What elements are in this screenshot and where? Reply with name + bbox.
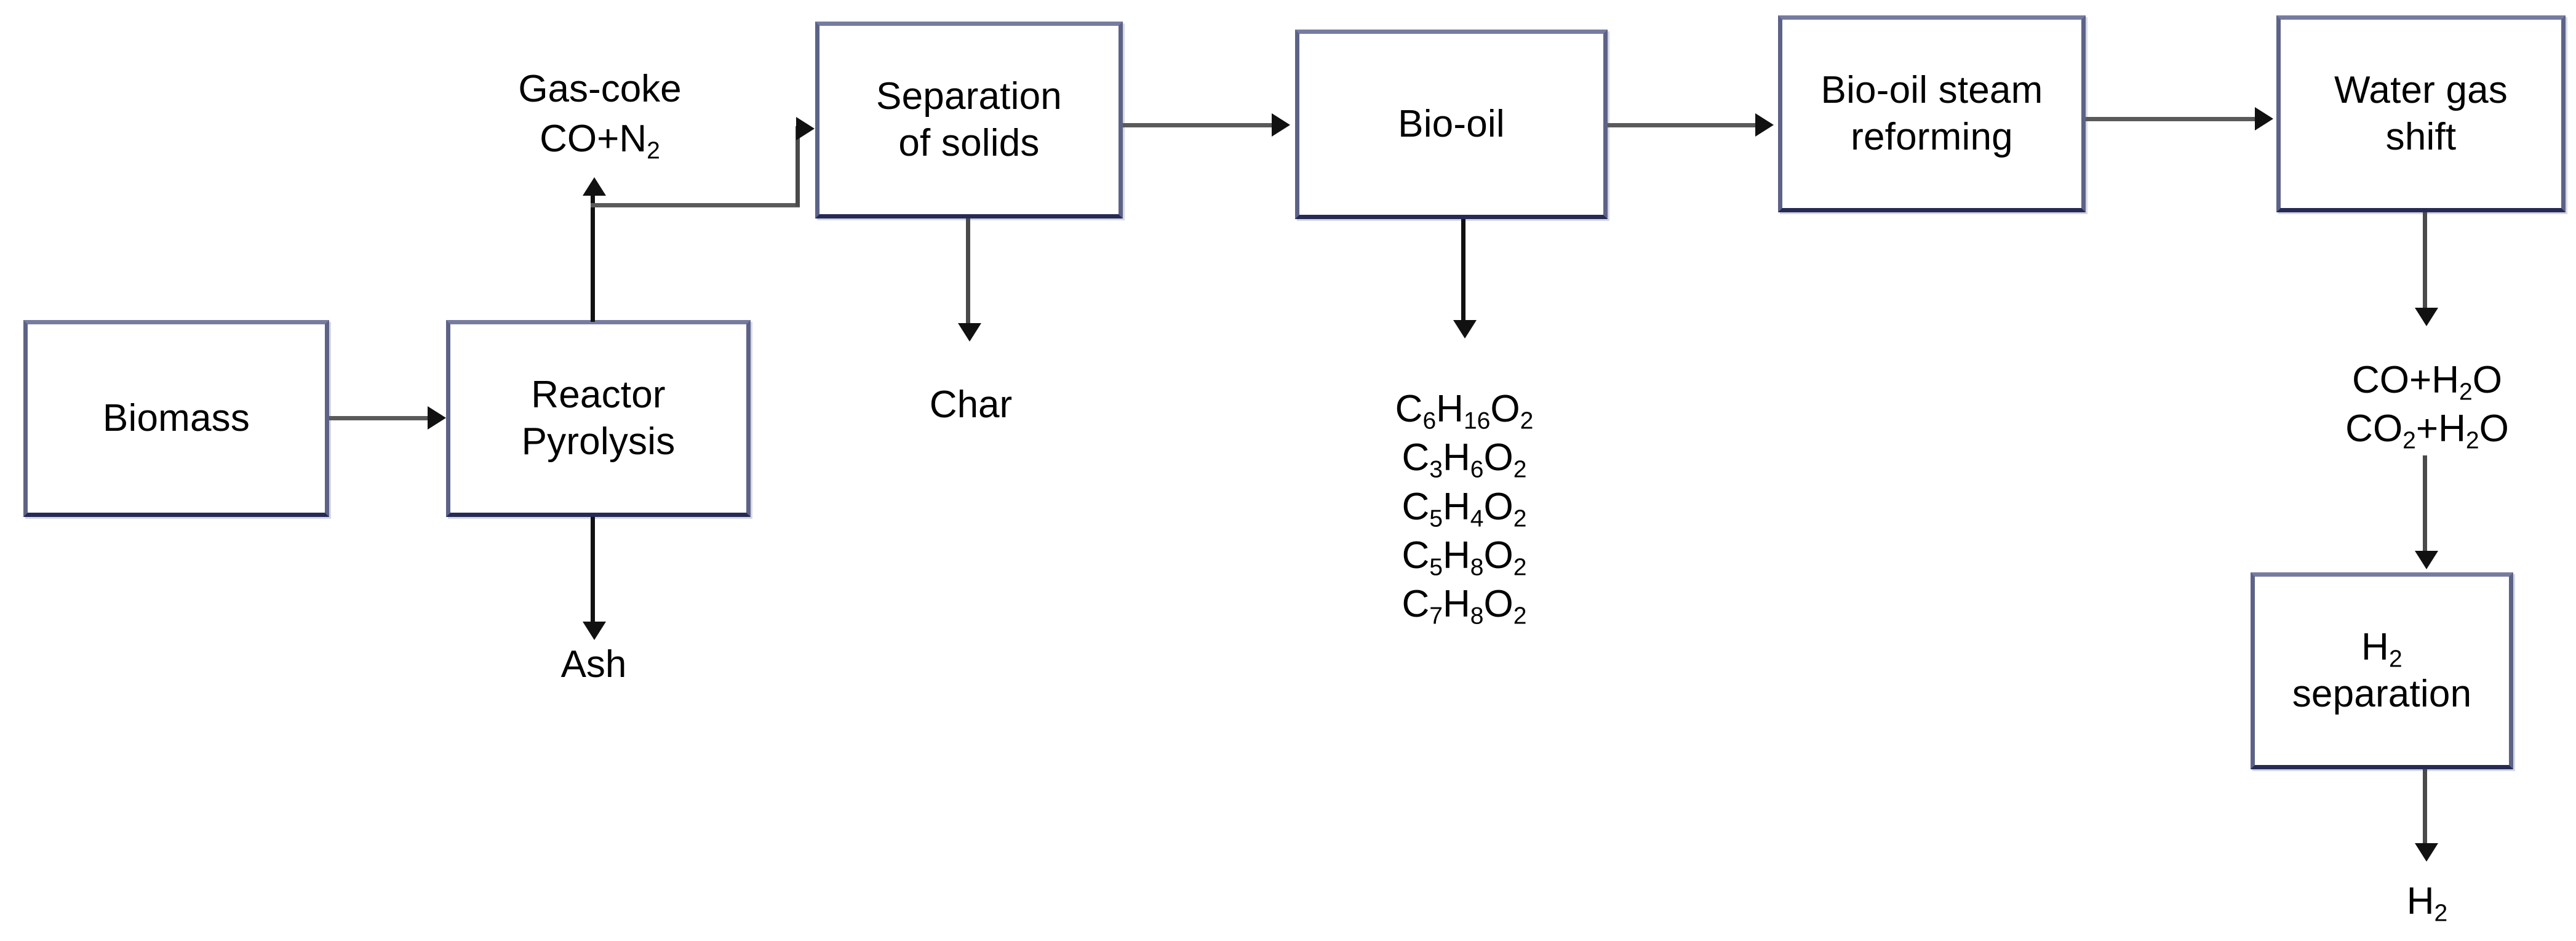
arrowhead-wgs-to-products — [2415, 308, 2438, 326]
formula-co2-h2o: CO2+H2O — [2345, 407, 2509, 455]
label-gas-coke-line-1: Gas-coke — [518, 68, 682, 110]
node-bio-oil-line-1: Bio-oil — [1398, 103, 1505, 146]
subscript-2: 2 — [2459, 378, 2473, 406]
arrowhead-biooil-to-products — [1453, 320, 1477, 338]
arrowhead-biomass-to-reactor — [428, 406, 446, 430]
node-reforming-line-2: reforming — [1851, 116, 2013, 158]
subscript-2: 2 — [1513, 505, 1527, 532]
connector-reactor-to-separation-horizontal — [591, 203, 800, 207]
connector-wgs-to-products — [2423, 212, 2427, 311]
connector-reforming-to-wgs — [2086, 117, 2257, 121]
label-gas-coke-line-2: CO+N2 — [540, 117, 660, 164]
label-gas-coke: Gas-coke CO+N2 — [518, 65, 681, 164]
node-biomass-line-1: Biomass — [102, 397, 250, 440]
connector-reactor-to-gas-coke — [591, 196, 595, 322]
subscript-6: 6 — [1470, 457, 1484, 484]
subscript-6: 6 — [1422, 407, 1437, 434]
subscript-2: 2 — [1513, 554, 1527, 581]
connector-h2-separation-to-h2 — [2423, 769, 2427, 846]
connector-separation-to-char — [966, 218, 970, 326]
label-h2-product-text: H2 — [2406, 880, 2448, 927]
formula-c3h6o2: C3H6O2 — [1402, 436, 1527, 484]
arrowhead-products-to-h2-separation — [2415, 551, 2438, 569]
node-h2-separation-line-2: separation — [2292, 673, 2472, 715]
subscript-3: 3 — [1429, 457, 1443, 484]
subscript-8: 8 — [1470, 554, 1484, 581]
node-reforming-line-1: Bio-oil steam — [1820, 69, 2043, 112]
subscript-5: 5 — [1429, 505, 1443, 532]
subscript-4: 4 — [1470, 505, 1484, 532]
label-ash: Ash — [561, 640, 627, 690]
arrowhead-separation-to-char — [958, 323, 981, 342]
node-water-gas-shift[interactable]: Water gas shift — [2276, 15, 2566, 212]
node-bio-oil-steam-reforming[interactable]: Bio-oil steam reforming — [1778, 15, 2086, 212]
subscript-7: 7 — [1429, 603, 1443, 630]
connector-biomass-to-reactor — [329, 416, 429, 420]
node-reactor-pyrolysis[interactable]: Reactor Pyrolysis — [446, 320, 751, 517]
subscript-2: 2 — [2434, 900, 2448, 927]
connector-products-to-h2-separation — [2423, 455, 2427, 554]
label-char: Char — [930, 380, 1012, 430]
label-ash-text: Ash — [560, 643, 627, 686]
arrowhead-reforming-to-wgs — [2255, 107, 2273, 130]
formula-co-h2o: CO+H2O — [2352, 359, 2502, 406]
label-biooil-products: C6H16O2 C3H6O2 C5H4O2 C5H8O2 C7H8O2 — [1395, 385, 1534, 629]
arrowhead-reactor-to-separation — [796, 117, 815, 140]
node-reactor-line-2: Pyrolysis — [521, 420, 676, 463]
subscript-8: 8 — [1470, 603, 1484, 630]
node-separation-line-1: Separation — [876, 75, 1062, 118]
node-wgs-line-1: Water gas — [2334, 69, 2508, 112]
connector-reactor-to-ash — [591, 517, 595, 625]
arrowhead-h2-separation-to-h2 — [2415, 843, 2438, 862]
subscript-2: 2 — [1520, 407, 1534, 434]
subscript-2: 2 — [1513, 603, 1527, 630]
connector-biooil-to-products — [1461, 219, 1465, 324]
connector-biooil-to-reforming — [1608, 123, 1757, 127]
label-h2-product: H2 — [2407, 877, 2448, 927]
node-separation-line-2: of solids — [898, 122, 1040, 164]
node-bio-oil[interactable]: Bio-oil — [1295, 30, 1608, 219]
formula-c5h8o2: C5H8O2 — [1402, 534, 1527, 581]
formula-c6h16o2: C6H16O2 — [1395, 388, 1534, 434]
label-char-text: Char — [929, 383, 1013, 426]
node-h2-separation-line-1: H2 — [2361, 626, 2403, 673]
connector-separation-to-biooil — [1123, 123, 1274, 127]
node-biomass[interactable]: Biomass — [23, 320, 329, 517]
formula-c7h8o2: C7H8O2 — [1402, 583, 1527, 630]
subscript-2: 2 — [1513, 457, 1527, 484]
arrowhead-reactor-to-ash — [583, 622, 606, 640]
label-wgs-products: CO+H2O CO2+H2O — [2345, 356, 2509, 454]
node-separation-of-solids[interactable]: Separation of solids — [815, 22, 1123, 218]
subscript-2: 2 — [2465, 428, 2479, 455]
subscript-2: 2 — [2389, 646, 2403, 673]
subscript-2: 2 — [2403, 428, 2416, 455]
subscript-5: 5 — [1429, 554, 1443, 581]
arrowhead-biooil-to-reforming — [1755, 113, 1774, 137]
formula-c5h4o2: C5H4O2 — [1402, 485, 1527, 532]
arrowhead-reactor-to-gas-coke — [583, 177, 606, 196]
subscript-16: 16 — [1463, 407, 1491, 434]
node-h2-separation[interactable]: H2 separation — [2251, 572, 2513, 769]
subscript-2: 2 — [647, 137, 660, 164]
arrowhead-separation-to-biooil — [1272, 113, 1290, 137]
connector-reactor-to-separation-vertical — [796, 126, 800, 206]
node-reactor-line-1: Reactor — [531, 374, 666, 417]
node-wgs-line-2: shift — [2385, 116, 2457, 158]
